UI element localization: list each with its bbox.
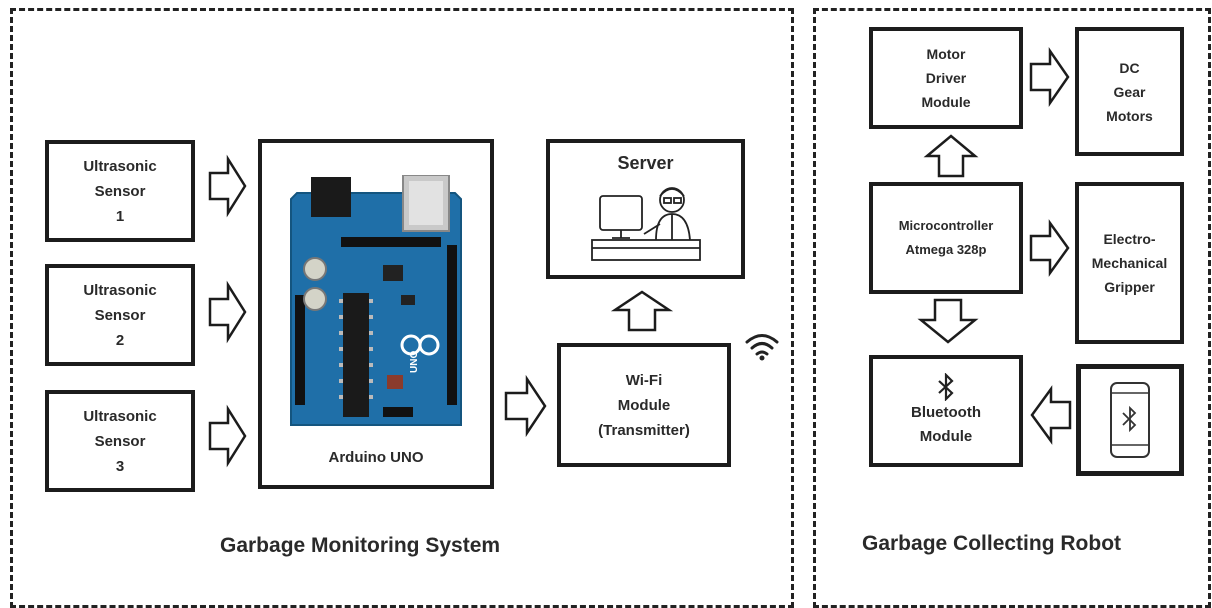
bluetooth-module-box: Bluetooth Module <box>869 355 1023 467</box>
wifi-label-line1: Wi-Fi <box>625 371 663 389</box>
ultrasonic-sensor-3: Ultrasonic Sensor 3 <box>45 390 195 492</box>
arrow-up-icon <box>923 134 979 178</box>
wifi-label-line2: Module <box>617 396 671 414</box>
arduino-uno-box: UNO Arduino UNO <box>258 139 494 489</box>
ultrasonic-sensor-2: Ultrasonic Sensor 2 <box>45 264 195 366</box>
dc-motors-box: DC Gear Motors <box>1075 27 1184 156</box>
motor-driver-box: Motor Driver Module <box>869 27 1023 129</box>
sensor-label-line2: Sensor <box>94 182 146 200</box>
gripper-line2: Mechanical <box>1091 255 1168 271</box>
sensor-label-line3: 2 <box>115 331 125 349</box>
arrow-down-icon <box>917 298 979 344</box>
arrow-right-icon <box>1029 219 1070 277</box>
sensor-label-line1: Ultrasonic <box>83 281 157 299</box>
svg-text:UNO: UNO <box>409 351 420 373</box>
phone-box <box>1076 364 1184 476</box>
sensor-label-line3: 1 <box>115 207 125 225</box>
sensor-label-line2: Sensor <box>94 306 146 324</box>
dc-motors-line1: DC <box>1119 59 1140 76</box>
motor-driver-line2: Driver <box>925 70 967 86</box>
wifi-label-line3: (Transmitter) <box>598 421 690 439</box>
sensor-label-line2: Sensor <box>94 432 146 450</box>
server-box: Server <box>546 139 745 279</box>
arduino-board-photo: UNO <box>290 175 462 426</box>
sensor-label-line3: 3 <box>115 457 125 475</box>
gripper-line1: Electro- <box>1103 231 1156 247</box>
gripper-line3: Gripper <box>1104 279 1155 295</box>
bluetooth-line1: Bluetooth <box>911 404 981 421</box>
arrow-right-icon <box>1029 46 1070 108</box>
gripper-box: Electro- Mechanical Gripper <box>1075 182 1184 344</box>
monitoring-caption: Garbage Monitoring System <box>220 534 501 557</box>
sensor-label-line1: Ultrasonic <box>83 407 157 425</box>
motor-driver-line3: Module <box>921 94 971 110</box>
smartphone-bluetooth-icon <box>1110 382 1150 458</box>
arrow-right-icon <box>208 404 247 468</box>
dc-motors-line3: Motors <box>1106 107 1153 124</box>
dc-motors-line2: Gear <box>1113 83 1146 100</box>
arrow-left-icon <box>1030 385 1072 445</box>
wifi-signal-icon <box>745 334 779 361</box>
arduino-label: Arduino UNO <box>328 449 424 466</box>
sensor-label-line1: Ultrasonic <box>83 157 157 175</box>
microcontroller-box: Microcontroller Atmega 328p <box>869 182 1023 294</box>
server-label: Server <box>617 153 674 173</box>
ultrasonic-sensor-1: Ultrasonic Sensor 1 <box>45 140 195 242</box>
person-at-computer-icon <box>590 187 701 261</box>
wifi-module-box: Wi-Fi Module (Transmitter) <box>557 343 731 467</box>
microcontroller-line1: Microcontroller <box>898 218 994 233</box>
bluetooth-icon <box>938 373 954 401</box>
motor-driver-line1: Motor <box>926 46 966 62</box>
arrow-right-icon <box>208 280 247 344</box>
microcontroller-line2: Atmega 328p <box>905 242 987 257</box>
arrow-up-icon <box>610 290 674 332</box>
arrow-right-icon <box>208 154 247 218</box>
arrow-right-icon <box>504 374 547 438</box>
bluetooth-line2: Module <box>919 428 973 445</box>
robot-caption: Garbage Collecting Robot <box>862 532 1122 555</box>
